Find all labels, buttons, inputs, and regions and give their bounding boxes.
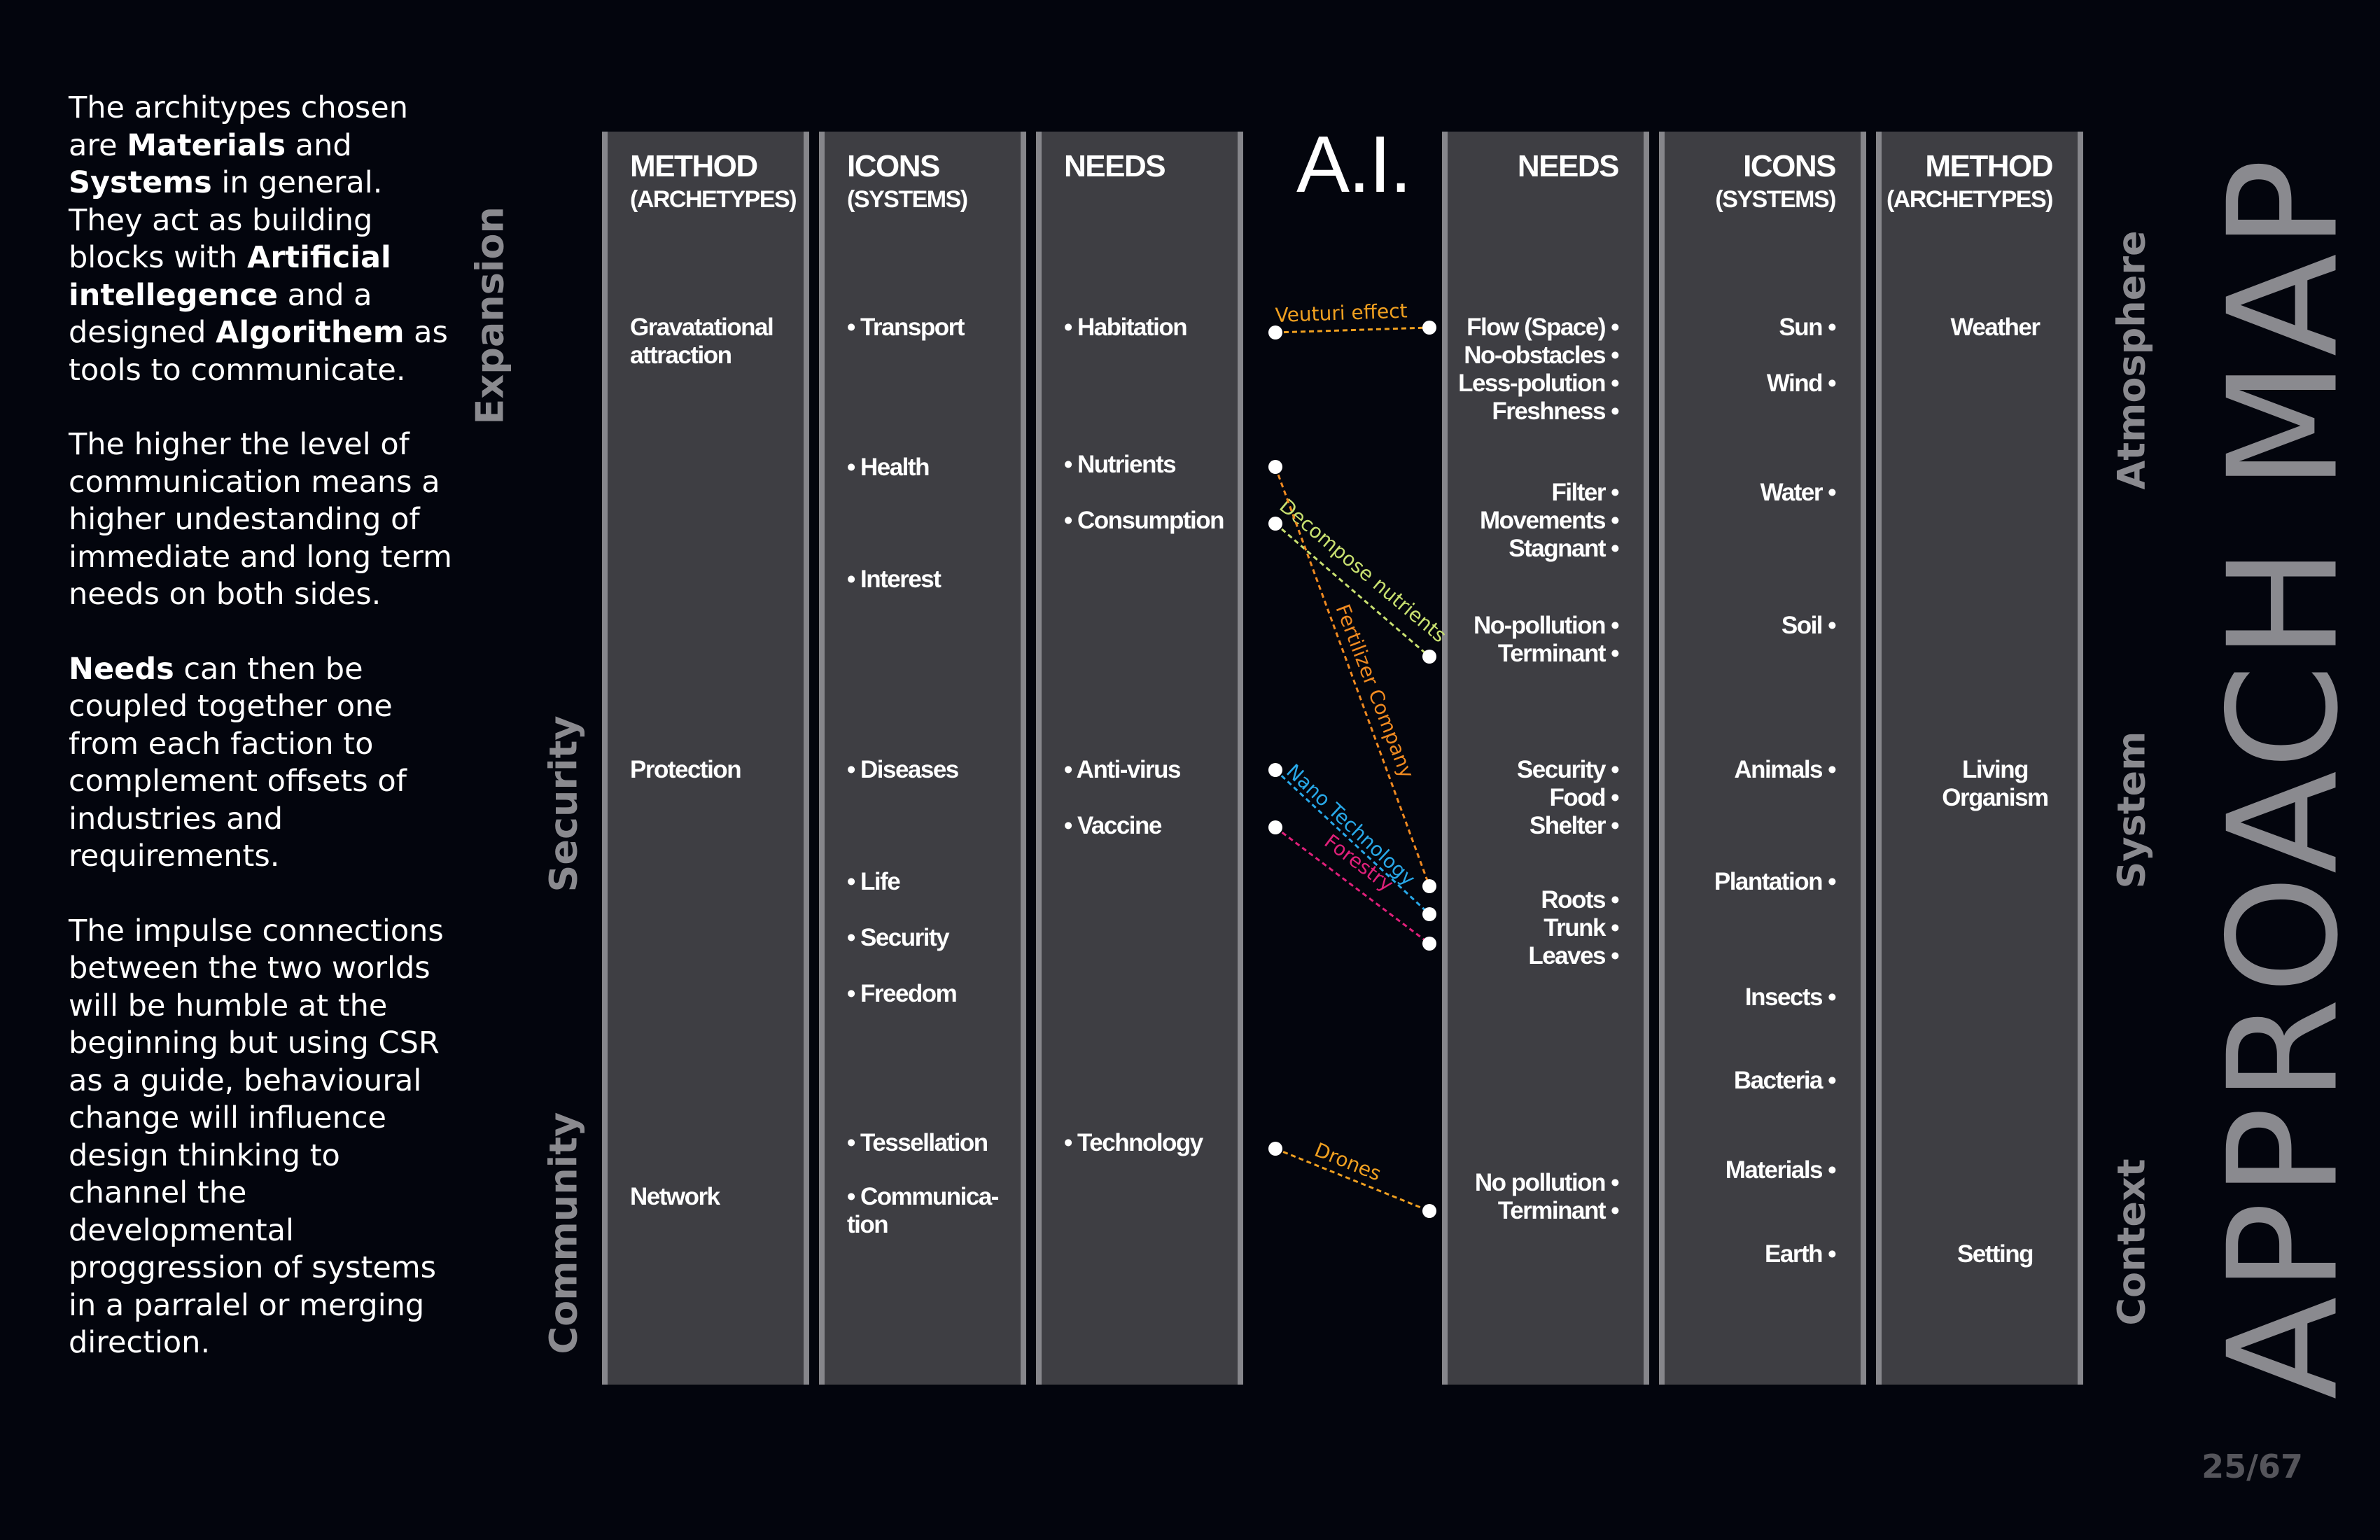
right-needs-item: No pollution • Terminant •	[1474, 1169, 1620, 1224]
intro-paragraph-2: The higher the level of communication me…	[69, 427, 452, 612]
right-icons-item: Materials •	[1725, 1156, 1837, 1184]
link-line	[1275, 1147, 1430, 1212]
right-icons-item: Bacteria •	[1733, 1067, 1837, 1094]
right-icons-item: Soil •	[1781, 612, 1837, 639]
right-needs-item: Filter • Movements • Stagnant •	[1479, 479, 1620, 562]
intro-paragraph-4: The impulse connections between the two …	[69, 913, 444, 1361]
right-method-column: METHOD (ARCHETYPES) Weather Living Organ…	[1876, 132, 2083, 1385]
link-label: Decompose nutrients	[1275, 494, 1451, 647]
link-dot	[1268, 326, 1282, 340]
left-icons-item: • Tessellation	[847, 1129, 988, 1156]
link-line	[1275, 826, 1430, 945]
intro-paragraph-1: The architypes chosen are Materials and …	[69, 90, 448, 388]
left-icons-item: • Transport	[847, 314, 965, 341]
link-line	[1274, 769, 1431, 916]
left-method-item: Network	[630, 1183, 720, 1210]
left-method-item: Gravatational attraction	[630, 314, 774, 369]
left-method-column: METHOD (ARCHETYPES) Gravatational attrac…	[602, 132, 809, 1385]
link-venturi: Veuturi effect	[1268, 299, 1436, 340]
link-dot	[1422, 321, 1436, 335]
right-needs-item: Flow (Space) • No-obstacles • Less-polut…	[1458, 314, 1619, 425]
left-needs-column: NEEDS • Habitation • Nutrients • Consump…	[1036, 132, 1243, 1385]
link-dot	[1422, 1204, 1436, 1218]
link-line	[1275, 522, 1430, 658]
left-icons-item: • Life	[847, 868, 901, 895]
intro-text: The architypes chosen are Materials and …	[69, 90, 461, 1399]
link-dot	[1422, 937, 1436, 951]
link-line	[1275, 326, 1430, 334]
right-method-heading: METHOD	[1925, 149, 2053, 183]
right-needs-item: Security • Food • Shelter •	[1516, 756, 1620, 839]
left-icons-subheading: (SYSTEMS)	[847, 186, 968, 213]
left-method-heading: METHOD	[630, 149, 758, 183]
link-label: Fertilizer Company	[1331, 601, 1418, 782]
link-dot	[1422, 879, 1436, 893]
left-icons-item: • Security	[847, 924, 950, 951]
left-needs-item: • Nutrients	[1064, 451, 1177, 478]
right-needs-heading: NEEDS	[1517, 149, 1620, 183]
right-needs-column: NEEDS Flow (Space) • No-obstacles • Less…	[1442, 132, 1649, 1385]
left-method-item: Protection	[630, 756, 742, 783]
link-dot	[1422, 650, 1436, 664]
right-icons-item: Animals •	[1734, 756, 1836, 783]
link-label: Veuturi effect	[1275, 299, 1408, 327]
link-dot	[1268, 517, 1282, 531]
left-needs-item: • Technology	[1064, 1129, 1203, 1156]
right-icons-item: Water •	[1760, 479, 1837, 506]
left-needs-item: • Anti-virus	[1064, 756, 1182, 783]
left-icons-item: • Health	[847, 454, 930, 481]
right-needs-item: Roots • Trunk • Leaves •	[1528, 886, 1619, 969]
link-dot	[1268, 820, 1282, 834]
left-icons-item: • Diseases	[847, 756, 959, 783]
link-dot	[1268, 1142, 1282, 1156]
right-icons-item: Plantation •	[1714, 868, 1837, 895]
right-icons-item: Wind •	[1766, 370, 1837, 397]
left-needs-item: • Vaccine	[1064, 812, 1162, 839]
right-needs-item: No-pollution • Terminant •	[1473, 612, 1620, 667]
right-icons-item: Sun •	[1779, 314, 1836, 341]
link-line	[1274, 466, 1431, 887]
left-icons-item: • Freedom	[847, 980, 958, 1007]
intro-paragraph-3: Needs can then be coupled together one f…	[69, 651, 407, 874]
left-icons-item: • Communica- tion	[847, 1183, 999, 1238]
link-nano: Nano Technology	[1268, 760, 1436, 921]
link-dot	[1422, 907, 1436, 921]
left-needs-heading: NEEDS	[1064, 149, 1166, 183]
right-method-subheading: (ARCHETYPES)	[1886, 186, 2054, 213]
right-icons-item: Insects •	[1744, 983, 1837, 1011]
right-icons-item: Earth •	[1765, 1240, 1836, 1268]
left-needs-item: • Consumption	[1064, 507, 1225, 534]
right-icons-subheading: (SYSTEMS)	[1715, 186, 1836, 213]
right-method-item: Weather	[1950, 314, 2040, 341]
page-number: 25/67	[2202, 1448, 2303, 1485]
right-icons-heading: ICONS	[1743, 149, 1836, 183]
right-icons-column: ICONS (SYSTEMS) Sun • Wind • Water • Soi…	[1659, 132, 1866, 1385]
ai-title: A.I.	[1296, 120, 1412, 209]
left-icons-column: ICONS (SYSTEMS) • Transport • Health • I…	[819, 132, 1026, 1385]
link-dot	[1268, 460, 1282, 474]
left-icons-heading: ICONS	[847, 149, 940, 183]
left-icons-item: • Interest	[847, 566, 941, 593]
link-dot	[1268, 763, 1282, 777]
right-method-item: Living Organism	[1942, 756, 2049, 811]
link-drones: Drones	[1268, 1138, 1436, 1218]
left-needs-item: • Habitation	[1064, 314, 1188, 341]
left-method-subheading: (ARCHETYPES)	[630, 186, 797, 213]
right-method-item: Setting	[1956, 1240, 2034, 1268]
